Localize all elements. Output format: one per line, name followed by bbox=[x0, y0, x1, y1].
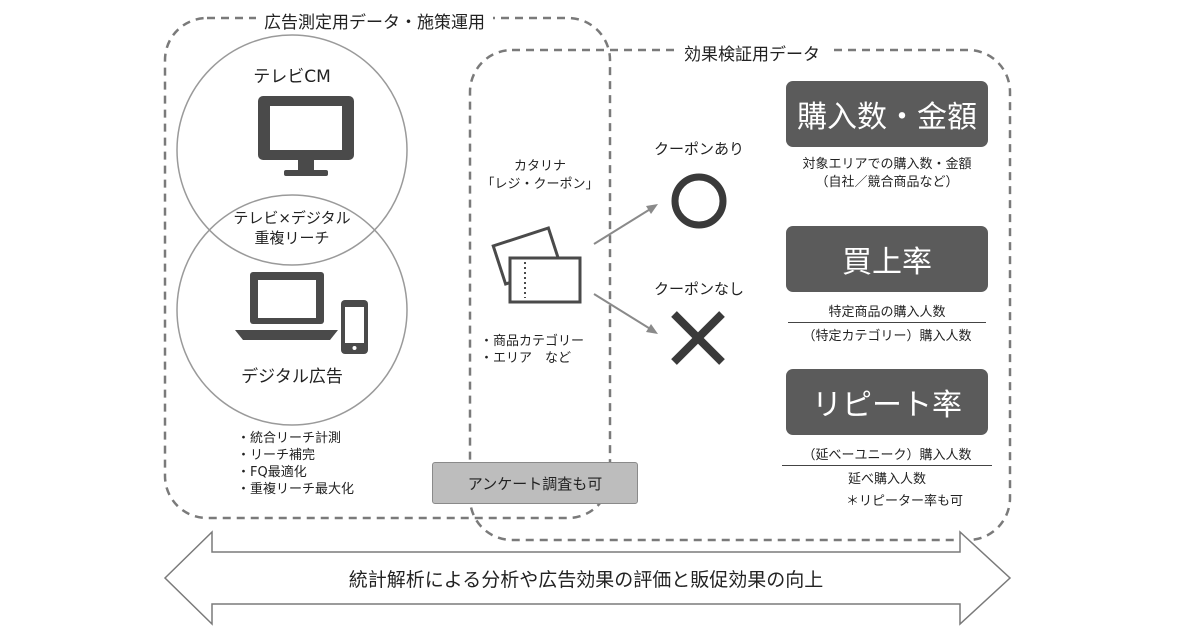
digital-label: デジタル広告 bbox=[241, 367, 343, 387]
feature-list: ・統合リーチ計測 ・リーチ補完 ・FQ最適化 ・重複リーチ最大化 bbox=[237, 430, 354, 498]
repeat-rate-denominator: 延べ購入人数 bbox=[847, 472, 926, 487]
smartphone-icon bbox=[341, 300, 368, 354]
circle-mark-icon bbox=[671, 173, 727, 229]
feature-item: ・重複リーチ最大化 bbox=[237, 482, 355, 497]
coupon-with-label: クーポンあり bbox=[653, 140, 744, 158]
feature-item: ・FQ最適化 bbox=[237, 465, 307, 480]
overlap-label-line2: 重複リーチ bbox=[254, 229, 330, 247]
purchase-desc-line2: （自社／競合商品など） bbox=[815, 175, 959, 190]
repeat-rate-numerator: （延べーユニーク）購入人数 bbox=[802, 448, 972, 463]
coupon-with-arrow bbox=[593, 204, 658, 245]
purchase-metric-desc: 対象エリアでの購入数・金額 （自社／競合商品など） bbox=[770, 156, 1004, 192]
laptop-icon bbox=[235, 272, 338, 340]
repeat-rate-note: ＊リピーター率も可 bbox=[846, 494, 964, 509]
catalina-line1: カタリナ bbox=[513, 159, 566, 174]
purchase-metric-box: 購入数・金額 bbox=[786, 81, 988, 147]
effect-verification-label: 効果検証用データ bbox=[676, 40, 828, 65]
repeat-rate-fraction: （延べーユニーク）購入人数 延べ購入人数 bbox=[776, 444, 998, 487]
overlap-label-line1: テレビ×デジタル bbox=[233, 209, 351, 227]
buy-rate-denominator: （特定カテゴリー）購入人数 bbox=[802, 329, 972, 344]
bottom-double-arrow bbox=[163, 530, 1012, 626]
ad-measurement-label: 広告測定用データ・施策運用 bbox=[256, 8, 493, 33]
purchase-desc-line1: 対象エリアでの購入数・金額 bbox=[802, 157, 972, 172]
coupon-without-arrow bbox=[593, 293, 658, 334]
buy-rate-fraction: 特定商品の購入人数 （特定カテゴリー）購入人数 bbox=[780, 301, 994, 344]
fraction-line bbox=[788, 322, 986, 323]
survey-badge: アンケート調査も可 bbox=[432, 462, 638, 504]
tv-circle bbox=[176, 34, 408, 266]
catalina-label: カタリナ 「レジ・クーポン」 bbox=[470, 158, 610, 194]
repeat-rate-metric-box: リピート率 bbox=[786, 369, 988, 435]
catalina-line2: 「レジ・クーポン」 bbox=[481, 177, 599, 192]
bottom-arrow-text: 統計解析による分析や広告効果の評価と販促効果の向上 bbox=[348, 569, 824, 591]
tv-label: テレビCM bbox=[253, 67, 331, 87]
fraction-line bbox=[782, 465, 992, 466]
coupon-without-label: クーポンなし bbox=[653, 280, 744, 298]
cross-mark-icon bbox=[671, 311, 725, 365]
targeting-item: ・エリア など bbox=[480, 351, 572, 366]
digital-circle bbox=[176, 194, 408, 426]
ad-measurement-region bbox=[163, 16, 612, 520]
tv-monitor-icon bbox=[258, 96, 354, 176]
targeting-item: ・商品カテゴリー bbox=[480, 334, 585, 349]
buy-rate-metric-box: 買上率 bbox=[786, 226, 988, 292]
overlap-reach-label: テレビ×デジタル 重複リーチ bbox=[222, 208, 362, 248]
coupon-icon bbox=[491, 226, 582, 304]
feature-item: ・リーチ補完 bbox=[237, 448, 316, 463]
targeting-list: ・商品カテゴリー ・エリア など bbox=[480, 333, 584, 367]
feature-item: ・統合リーチ計測 bbox=[237, 431, 342, 446]
buy-rate-numerator: 特定商品の購入人数 bbox=[828, 305, 946, 320]
